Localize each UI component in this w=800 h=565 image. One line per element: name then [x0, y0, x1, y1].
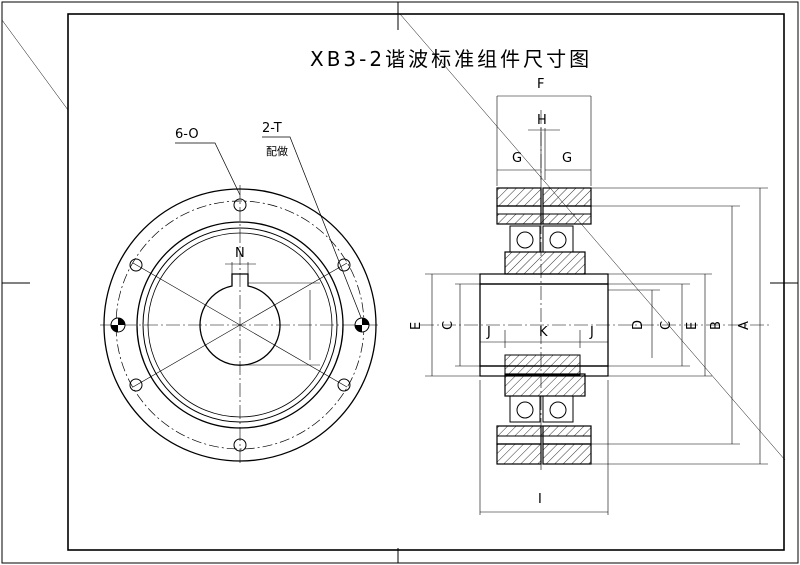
front-view — [100, 136, 380, 465]
dim-E-left-label: E — [409, 322, 424, 330]
dim-K-label: K — [539, 325, 548, 340]
holes-callout: 6-O — [175, 127, 199, 142]
dim-N-label: N — [235, 246, 245, 261]
dim-J-left-label: J — [486, 325, 491, 340]
dim-A-label: A — [737, 321, 752, 330]
dim-C-right-label: C — [659, 321, 674, 330]
tapped-callout: 2-T — [262, 121, 282, 136]
tapped-note: 配做 — [266, 144, 288, 158]
section-view — [420, 95, 770, 515]
dim-G-right-label: G — [562, 151, 572, 166]
dim-J-right-label: J — [589, 325, 594, 340]
dim-D-label: D — [631, 320, 646, 330]
dim-E-right-label: E — [685, 322, 700, 330]
dim-G-left-label: G — [512, 151, 522, 166]
dim-I-label: I — [538, 492, 542, 507]
dim-C-left-label: C — [441, 321, 456, 330]
dim-H-label: H — [537, 113, 547, 128]
dim-F-label: F — [537, 77, 544, 92]
drawing-title: XB3-2谐波标准组件尺寸图 — [310, 47, 592, 71]
tapped-holes — [110, 317, 370, 333]
keyed-bore — [199, 273, 281, 366]
dimension-labels: F H G G I K J J E C D C E B A — [409, 77, 752, 507]
dim-B-label: B — [709, 321, 724, 330]
